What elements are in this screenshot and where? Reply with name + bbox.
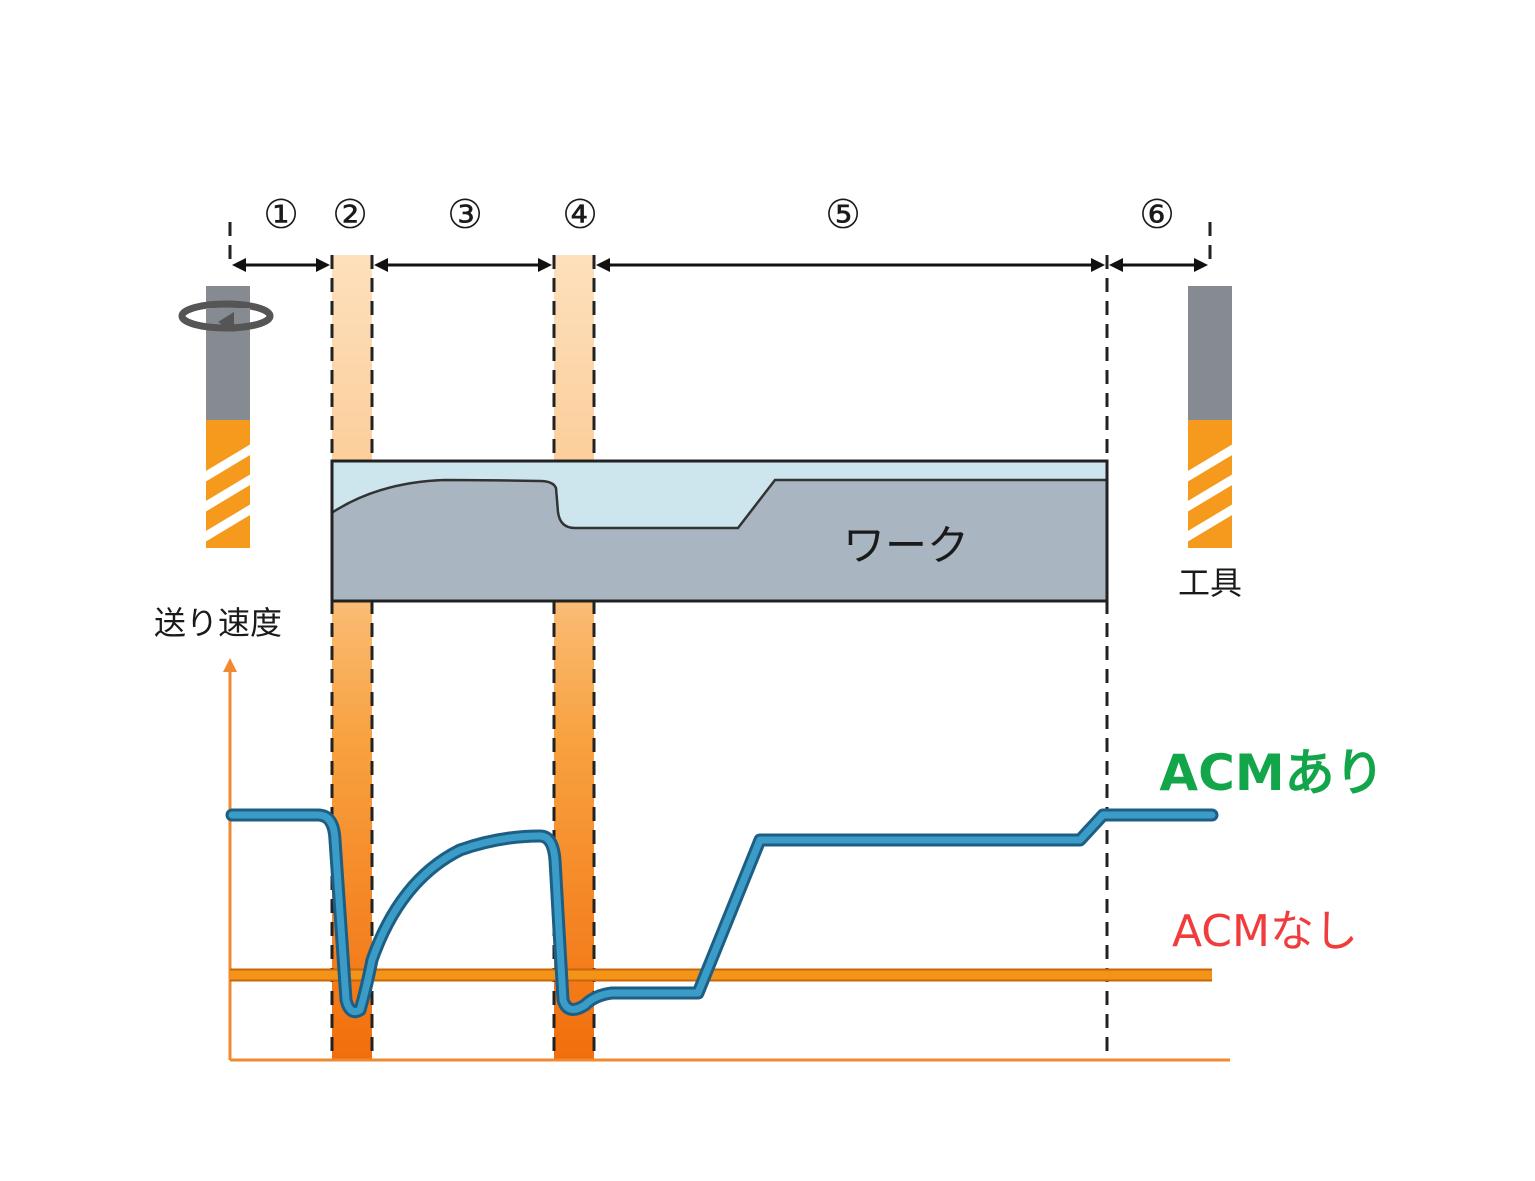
phase-label-3: ③ xyxy=(447,192,483,238)
y-axis-arrowhead xyxy=(223,658,237,672)
tool-label: 工具 xyxy=(1178,564,1242,602)
series-acm-on xyxy=(225,808,1219,1019)
axes xyxy=(223,658,1230,1062)
workpiece: ワーク xyxy=(330,459,1109,603)
phase-arrows xyxy=(232,258,1208,272)
rotate-arrow-icon xyxy=(178,300,274,332)
legend-acm-off: ACMなし xyxy=(1172,906,1358,957)
phase-label-1: ① xyxy=(263,192,299,238)
y-axis-label: 送り速度 xyxy=(154,604,282,642)
legend-acm-on: ACMあり xyxy=(1159,744,1384,802)
tool-left xyxy=(178,286,274,548)
workpiece-label: ワーク xyxy=(843,521,969,570)
phase-label-4: ④ xyxy=(562,192,598,238)
workpiece-cut-profile xyxy=(333,462,1106,528)
phase-label-5: ⑤ xyxy=(825,192,861,238)
tool-right xyxy=(1182,286,1238,548)
phase-label-2: ② xyxy=(332,192,368,238)
phase-label-6: ⑥ xyxy=(1139,192,1175,238)
tool-right-shank xyxy=(1188,286,1232,420)
